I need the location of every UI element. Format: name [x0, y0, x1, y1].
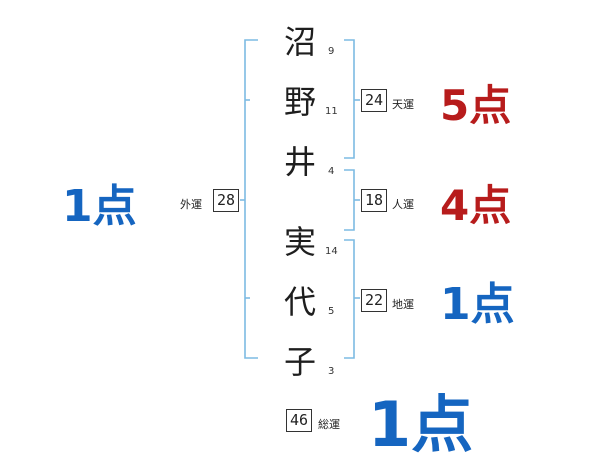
tenun-label: 天運 — [392, 98, 414, 111]
chiun-value-box: 22 — [361, 289, 387, 312]
stroke-count-3: 4 — [328, 166, 335, 177]
jinun-bracket — [344, 169, 355, 231]
chiun-label: 地運 — [392, 298, 414, 311]
tenun-value-box: 24 — [361, 89, 387, 112]
souun-score: 1点 — [368, 388, 474, 461]
name-char-5: 代 — [283, 283, 316, 321]
chiun-bracket — [344, 239, 355, 359]
souun-value-box: 46 — [286, 409, 312, 432]
outer-bracket — [244, 39, 258, 359]
tenun-bracket — [344, 39, 355, 159]
gaiun-value-box: 28 — [213, 189, 239, 212]
tenun-score: 5点 — [440, 81, 512, 130]
stroke-count-5: 5 — [328, 306, 335, 317]
chiun-score: 1点 — [440, 279, 515, 330]
jinun-value-box: 18 — [361, 189, 387, 212]
name-char-1: 沼 — [283, 23, 316, 61]
stroke-count-6: 3 — [328, 366, 335, 377]
name-char-2: 野 — [283, 83, 316, 121]
jinun-label: 人運 — [392, 198, 414, 211]
name-char-4: 実 — [283, 223, 316, 261]
stroke-count-1: 9 — [328, 46, 335, 57]
gaiun-label: 外運 — [180, 198, 202, 211]
name-char-6: 子 — [283, 343, 316, 381]
gaiun-score: 1点 — [62, 181, 137, 232]
stroke-count-2: 11 — [325, 106, 338, 117]
name-char-3: 井 — [283, 143, 316, 181]
souun-label: 総運 — [318, 418, 340, 431]
stroke-count-4: 14 — [325, 246, 338, 257]
jinun-score: 4点 — [440, 181, 512, 230]
